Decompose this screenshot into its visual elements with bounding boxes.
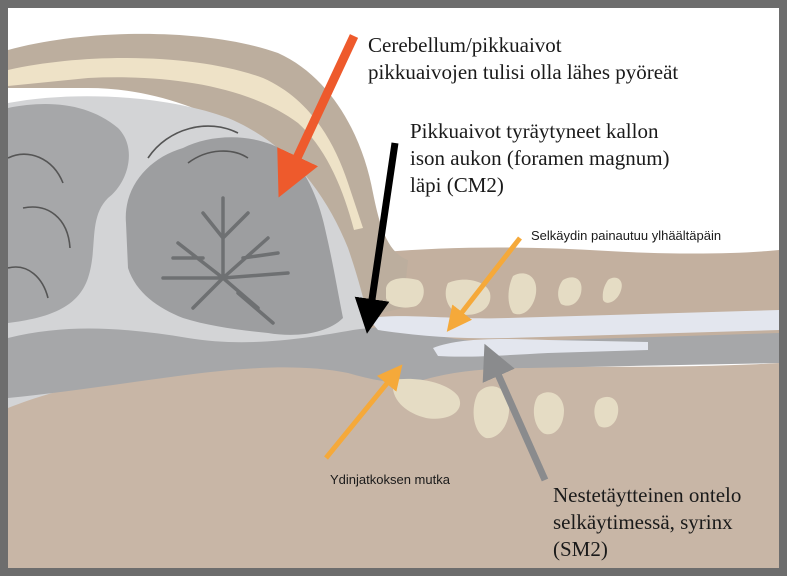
cord-compression-label: Selkäydin painautuu ylhäältäpäin	[531, 228, 721, 244]
cerebellum-label: Cerebellum/pikkuaivot pikkuaivojen tulis…	[368, 32, 678, 86]
herniation-label: Pikkuaivot tyräytyneet kallon ison aukon…	[410, 118, 670, 199]
syrinx-label: Nestetäytteinen ontelo selkäytimessä, sy…	[553, 482, 741, 563]
medulla-kink-label: Ydinjatkoksen mutka	[330, 472, 450, 488]
